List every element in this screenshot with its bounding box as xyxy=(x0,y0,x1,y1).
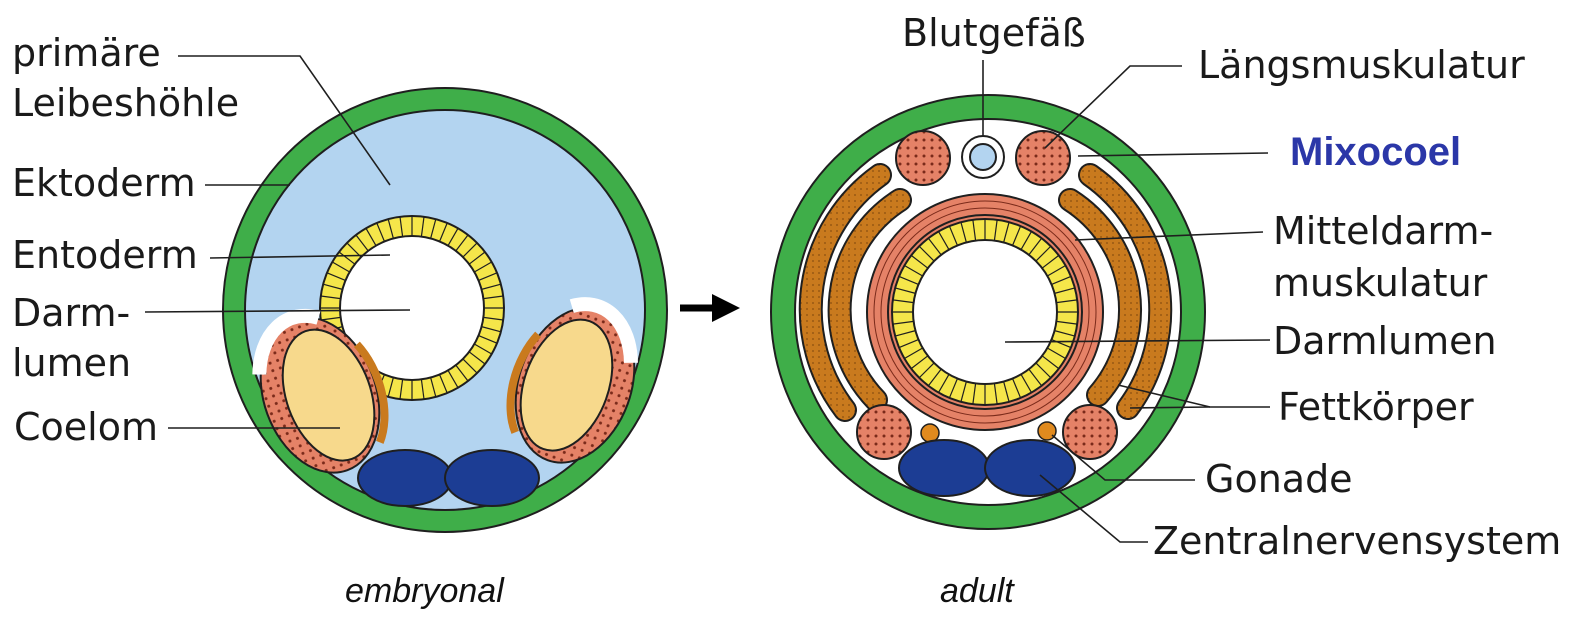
blood-vessel xyxy=(962,136,1004,178)
embryonal-section xyxy=(145,56,667,532)
label-mitteldarm: Mitteldarm- xyxy=(1273,208,1493,254)
label-zns: Zentralnervensystem xyxy=(1153,518,1561,564)
adult-gut-lumen xyxy=(913,240,1057,384)
label-entoderm: Entoderm xyxy=(12,232,198,278)
gonade-left xyxy=(921,424,939,442)
label-muskulatur: muskulatur xyxy=(1273,260,1487,306)
label-leibeshoehle: Leibeshöhle xyxy=(12,80,239,126)
label-lumen: lumen xyxy=(12,340,131,386)
longitudinal-muscle-bottom-left xyxy=(857,405,911,459)
transition-arrow xyxy=(680,294,740,322)
label-laengsmuskulatur: Längsmuskulatur xyxy=(1198,42,1525,88)
longitudinal-muscle-top-right xyxy=(1016,131,1070,185)
longitudinal-muscle-top-left xyxy=(896,131,950,185)
label-blutgefaess: Blutgefäß xyxy=(902,10,1086,56)
caption-embryonal: embryonal xyxy=(345,572,504,611)
gonade-right xyxy=(1038,422,1056,440)
label-mixocoel: Mixocoel xyxy=(1290,130,1461,175)
label-darmlumen: Darmlumen xyxy=(1273,318,1497,364)
label-coelom: Coelom xyxy=(14,404,158,450)
label-ektoderm: Ektoderm xyxy=(12,160,196,206)
label-fettkoerper: Fettkörper xyxy=(1278,384,1474,430)
adult-entoderm-ring xyxy=(892,219,1078,405)
label-darm: Darm- xyxy=(12,290,130,336)
label-gonade: Gonade xyxy=(1205,456,1353,502)
adult-section xyxy=(771,60,1270,542)
caption-adult: adult xyxy=(940,572,1014,611)
label-primaere: primäre xyxy=(12,30,161,76)
